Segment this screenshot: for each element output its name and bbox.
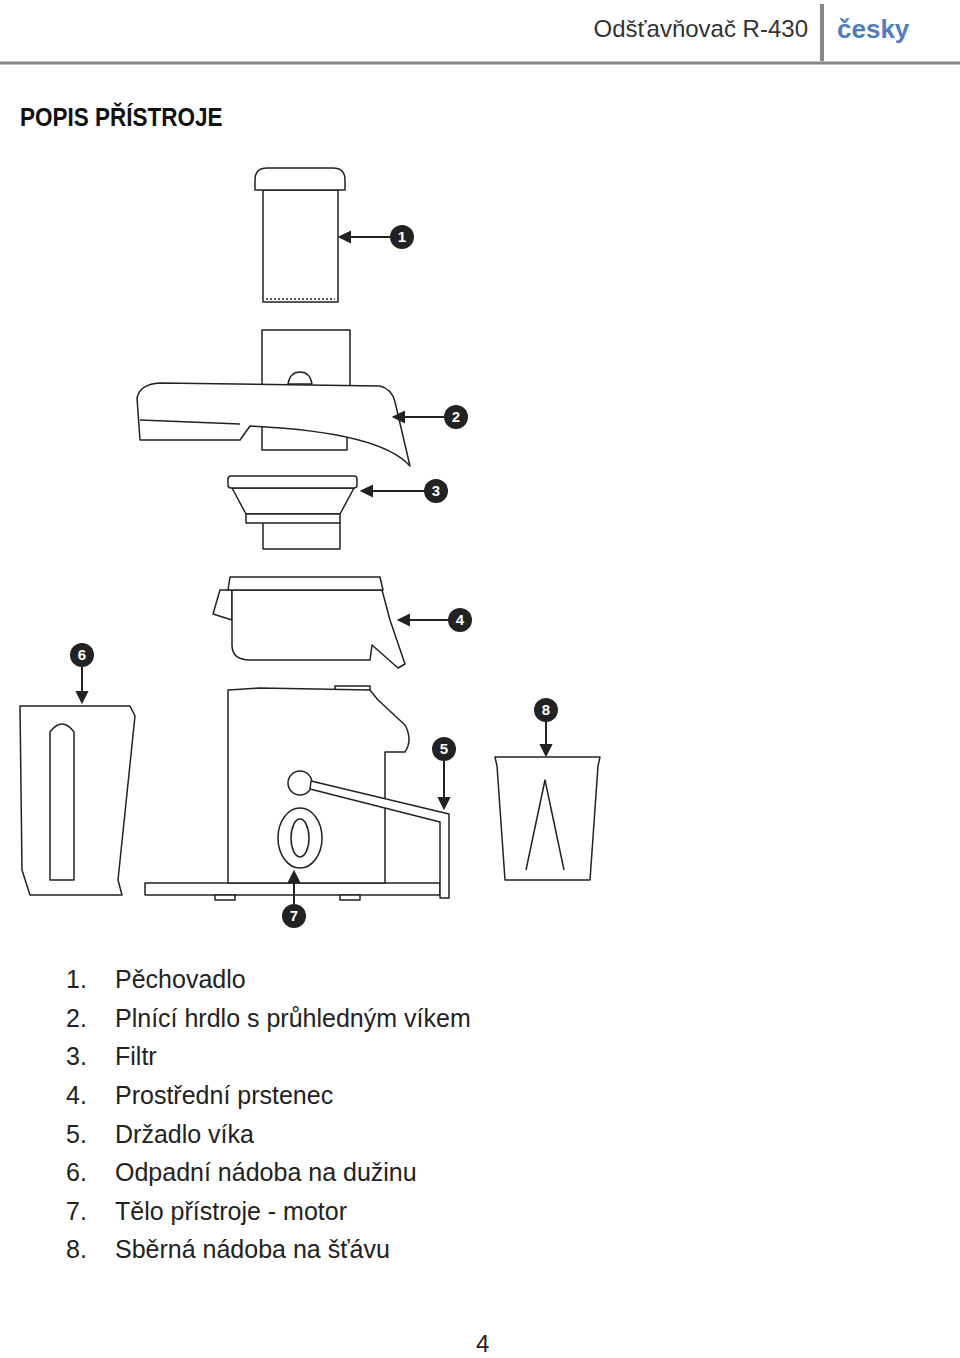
callout-number: 1 — [390, 225, 414, 249]
leader-line — [293, 880, 295, 904]
list-number: 6. — [66, 1158, 87, 1187]
handle-pivot — [288, 771, 312, 795]
foot — [215, 895, 235, 900]
part-name: Prostřední prstenec — [115, 1081, 333, 1110]
list-number: 5. — [66, 1120, 87, 1149]
list-number: 8. — [66, 1235, 87, 1264]
ring-rim — [228, 577, 383, 590]
filter-rim — [228, 476, 357, 488]
arrowhead — [439, 798, 449, 808]
juice-jug-window — [526, 780, 564, 870]
leader-line — [81, 667, 83, 694]
callout-number: 4 — [448, 608, 472, 632]
filter-base — [263, 522, 340, 549]
callout-number: 7 — [282, 904, 306, 928]
arrowhead — [340, 232, 350, 242]
leader-line — [402, 416, 444, 418]
leader-line — [443, 761, 445, 800]
header-rule — [0, 62, 960, 65]
header-title: Odšťavňovač R-430 — [594, 15, 808, 43]
speed-dial-grip — [291, 819, 309, 857]
page-title: POPIS PŘÍSTROJE — [20, 103, 223, 132]
part-name: Tělo přístroje - motor — [115, 1197, 347, 1226]
part-name: Držadlo víka — [115, 1120, 254, 1149]
arrowhead — [289, 872, 299, 882]
leader-line — [370, 490, 424, 492]
juice-jug — [495, 757, 600, 880]
arrowhead — [362, 486, 372, 496]
list-number: 4. — [66, 1081, 87, 1110]
page-number: 4 — [476, 1330, 489, 1358]
ring-ear — [213, 590, 232, 620]
arrowhead — [77, 692, 87, 702]
callout-number: 3 — [424, 479, 448, 503]
header-divider — [820, 4, 824, 61]
pulp-container-window — [50, 724, 74, 880]
lid-edge — [140, 420, 240, 424]
lid-handle — [310, 781, 449, 898]
part-name: Odpadní nádoba na dužinu — [115, 1158, 417, 1187]
ring-body — [232, 590, 405, 668]
list-number: 2. — [66, 1004, 87, 1033]
arrowhead — [399, 615, 409, 625]
pulp-container — [20, 706, 135, 895]
pusher-body — [263, 190, 338, 302]
pusher-texture — [266, 298, 335, 300]
lid-notch — [288, 372, 312, 384]
leader-line — [407, 619, 448, 621]
language-tab: česky — [837, 14, 909, 45]
leader-line — [545, 722, 547, 747]
callout-number: 8 — [534, 698, 558, 722]
arrowhead — [541, 745, 551, 755]
speed-dial — [278, 808, 322, 868]
foot — [340, 895, 360, 900]
callout-number: 6 — [70, 643, 94, 667]
list-number: 1. — [66, 965, 87, 994]
lid — [137, 383, 410, 466]
list-number: 3. — [66, 1042, 87, 1071]
callout-number: 5 — [432, 737, 456, 761]
feed-tube — [262, 330, 350, 390]
pusher-cap — [255, 168, 345, 190]
part-name: Filtr — [115, 1042, 157, 1071]
callout-number: 2 — [444, 405, 468, 429]
filter-funnel — [232, 488, 354, 514]
part-name: Pěchovadlo — [115, 965, 246, 994]
list-number: 7. — [66, 1197, 87, 1226]
arrowhead — [394, 412, 404, 422]
part-name: Plnící hrdlo s průhledným víkem — [115, 1004, 471, 1033]
part-name: Sběrná nádoba na šťávu — [115, 1235, 390, 1264]
leader-line — [348, 236, 390, 238]
filter-ring — [246, 514, 340, 523]
motor-base — [145, 883, 440, 895]
